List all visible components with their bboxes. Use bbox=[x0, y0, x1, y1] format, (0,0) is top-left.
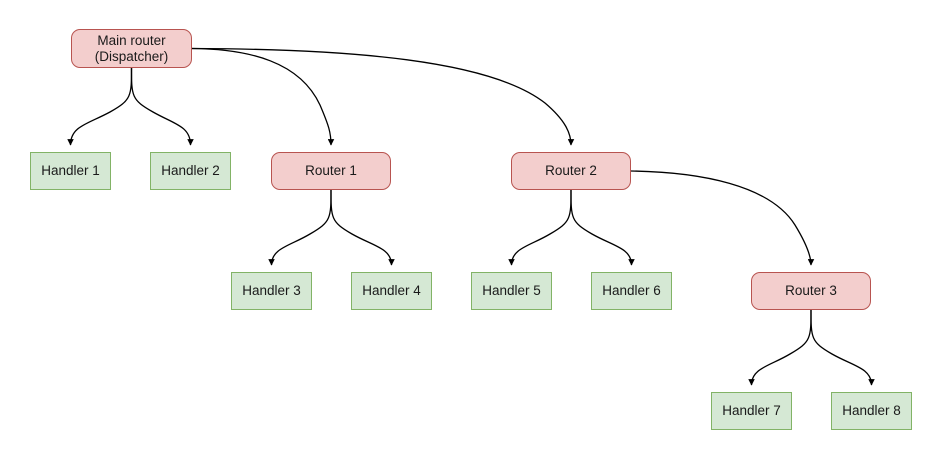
edge-main-router-to-handler-1 bbox=[67, 67, 133, 146]
node-handler-5-label: Handler 5 bbox=[482, 283, 541, 298]
node-handler-2-label: Handler 2 bbox=[161, 163, 220, 178]
node-handler-1[interactable]: Handler 1 bbox=[30, 152, 111, 190]
node-router-1[interactable]: Router 1 bbox=[271, 152, 391, 190]
node-router-3[interactable]: Router 3 bbox=[751, 272, 871, 310]
node-handler-4[interactable]: Handler 4 bbox=[351, 272, 432, 310]
node-handler-5[interactable]: Handler 5 bbox=[471, 272, 552, 310]
edge-router-2-to-handler-5 bbox=[508, 189, 572, 266]
node-handler-2[interactable]: Handler 2 bbox=[150, 152, 231, 190]
node-handler-4-label: Handler 4 bbox=[362, 283, 421, 298]
node-handler-7[interactable]: Handler 7 bbox=[711, 392, 792, 430]
edge-router-2-to-handler-6 bbox=[570, 189, 635, 266]
edge-router-3-to-handler-7 bbox=[748, 309, 812, 386]
node-handler-6[interactable]: Handler 6 bbox=[591, 272, 672, 310]
node-main-router[interactable]: Main router (Dispatcher) bbox=[71, 29, 192, 68]
edge-router-1-to-handler-4 bbox=[330, 189, 395, 266]
node-router-1-label: Router 1 bbox=[305, 163, 357, 178]
node-handler-8[interactable]: Handler 8 bbox=[831, 392, 912, 430]
node-handler-8-label: Handler 8 bbox=[842, 403, 901, 418]
node-handler-3[interactable]: Handler 3 bbox=[231, 272, 312, 310]
edge-router-1-to-handler-3 bbox=[268, 189, 332, 266]
node-handler-6-label: Handler 6 bbox=[602, 283, 661, 298]
node-router-2[interactable]: Router 2 bbox=[511, 152, 631, 190]
node-router-3-label: Router 3 bbox=[785, 283, 837, 298]
node-handler-3-label: Handler 3 bbox=[242, 283, 301, 298]
node-router-2-label: Router 2 bbox=[545, 163, 597, 178]
edge-router-2-to-router-3 bbox=[630, 170, 815, 266]
edge-router-3-to-handler-8 bbox=[810, 309, 875, 386]
edge-main-router-to-router-1 bbox=[191, 47, 335, 146]
node-main-router-label: Main router (Dispatcher) bbox=[94, 32, 169, 64]
node-handler-7-label: Handler 7 bbox=[722, 403, 781, 418]
edge-main-router-to-handler-2 bbox=[130, 67, 194, 146]
node-handler-1-label: Handler 1 bbox=[41, 163, 100, 178]
edge-main-router-to-router-2 bbox=[191, 47, 575, 146]
